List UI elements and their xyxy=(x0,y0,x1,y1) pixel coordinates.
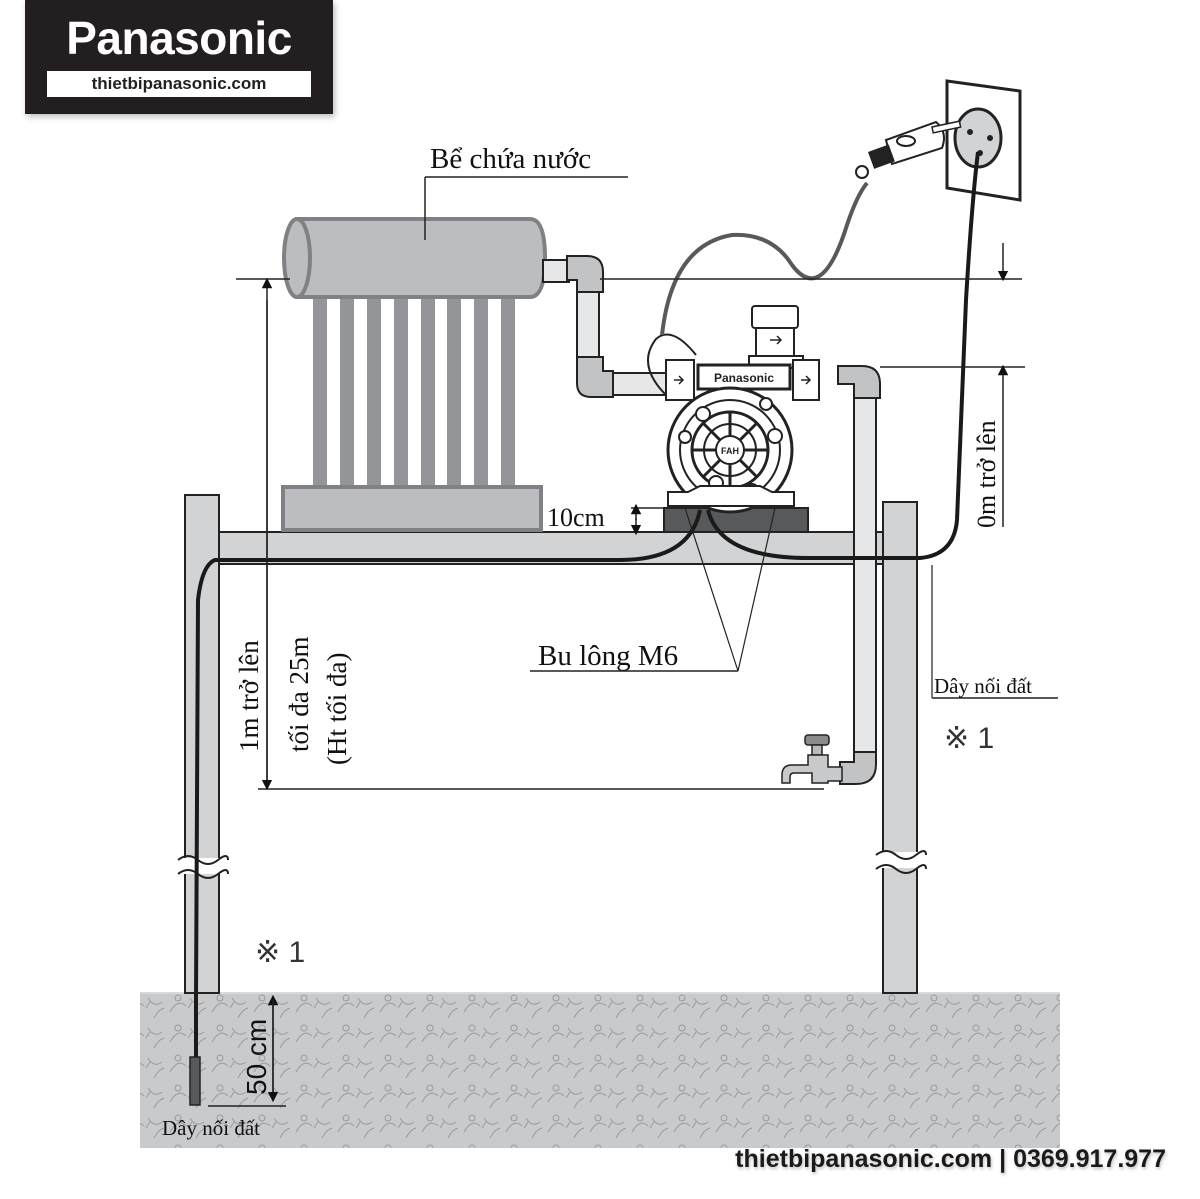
inlet-pipe xyxy=(542,255,670,398)
ground-wire-socket xyxy=(706,151,980,560)
bolts-label: Bu lông M6 xyxy=(538,640,678,672)
head-height-dimension: 1m trở lên tối đa 25m (Ht tối đa) xyxy=(234,277,824,791)
ground-depth-dimension: ※ 1 50 cm Dây nối đất xyxy=(162,936,305,1140)
pump-model-label: FAH xyxy=(721,446,739,456)
ground-rod xyxy=(189,1056,201,1106)
head-label-line3: (Ht tối đa) xyxy=(322,653,352,765)
ground-depth-label: 50 cm xyxy=(241,1019,272,1095)
head-label-line1: 1m trở lên xyxy=(234,640,264,752)
tank-callout: Bể chứa nước xyxy=(424,143,628,240)
power-plug xyxy=(855,120,962,179)
bolts-callout: Bu lông M6 xyxy=(530,507,776,672)
footer-separator: | xyxy=(999,1145,1007,1173)
footer-phone: 0369.917.977 xyxy=(1013,1145,1166,1173)
outlet-pipe xyxy=(837,365,881,785)
base-height-label: 10cm xyxy=(547,503,605,532)
logo-url-box: thietbipanasonic.com xyxy=(47,71,311,97)
outlet-clearance-dimension: 0m trở lên xyxy=(600,243,1025,528)
logo-brand-text: Panasonic xyxy=(66,12,292,64)
table-leg-right xyxy=(875,501,927,994)
faucet xyxy=(781,734,843,784)
ground-soil xyxy=(140,993,1060,1148)
ground-wire-pump xyxy=(194,509,702,1075)
tank-rack xyxy=(281,296,543,532)
panasonic-logo: Panasonic thietbipanasonic.com xyxy=(25,0,333,114)
ground-wire-right-label: Dây nối đất xyxy=(934,674,1032,698)
pump-brand-label: Panasonic xyxy=(714,371,774,385)
tank-label: Bể chứa nước xyxy=(430,143,591,175)
base-height-dimension: 10cm xyxy=(547,503,664,536)
water-pump: Panasonic FAH xyxy=(647,305,820,514)
note-right-label: ※ 1 xyxy=(944,722,994,755)
note-left-label: ※ 1 xyxy=(255,936,305,969)
power-cord xyxy=(660,181,869,336)
footer-contact: thietbipanasonic.com | 0369.917.977 xyxy=(735,1145,1166,1174)
table-leg-left xyxy=(177,494,229,994)
head-label-line2: tối đa 25m xyxy=(284,637,314,753)
ground-wire-right-callout: Dây nối đất ※ 1 xyxy=(931,565,1058,755)
water-tank xyxy=(282,217,548,299)
logo-url-text: thietbipanasonic.com xyxy=(91,74,267,93)
footer-website: thietbipanasonic.com xyxy=(735,1145,993,1173)
outlet-clearance-label: 0m trở lên xyxy=(972,420,1001,528)
ground-wire-left-label: Dây nối đất xyxy=(162,1116,260,1140)
wall-socket xyxy=(945,79,1022,202)
